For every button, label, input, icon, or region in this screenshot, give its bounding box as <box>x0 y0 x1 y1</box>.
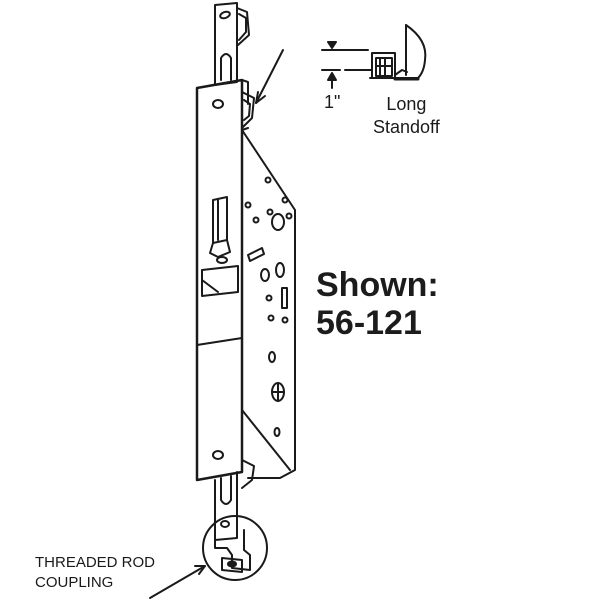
long-standoff-detail <box>321 24 427 89</box>
bottom-screw-hole-icon <box>212 450 224 460</box>
coupling-detail <box>202 515 268 581</box>
standoff-arrow-icon <box>255 49 284 104</box>
faceplate <box>195 78 244 482</box>
part-number: 56-121 <box>316 304 422 342</box>
top-screw-hole-icon <box>212 99 224 109</box>
long-standoff-label: Long Standoff <box>373 93 440 139</box>
long-standoff-line1: Long <box>386 94 427 114</box>
shown-part-number: Shown: 56-121 <box>316 266 439 342</box>
coupling-line2: COUPLING <box>35 574 114 591</box>
bottom-rod <box>214 471 238 541</box>
standoff-bottom-fin <box>241 459 255 489</box>
shown-label: Shown: <box>316 266 439 304</box>
coupling-line1: THREADED ROD <box>35 554 156 571</box>
dimension-label: 1" <box>324 92 341 112</box>
threaded-rod-coupling-label: THREADED ROD COUPLING <box>35 553 155 593</box>
long-standoff-line2: Standoff <box>373 117 440 137</box>
standoff-top-fin <box>241 91 255 129</box>
lock-body <box>241 79 296 479</box>
coupling-arrow-icon <box>149 565 206 599</box>
top-rod <box>214 2 250 86</box>
